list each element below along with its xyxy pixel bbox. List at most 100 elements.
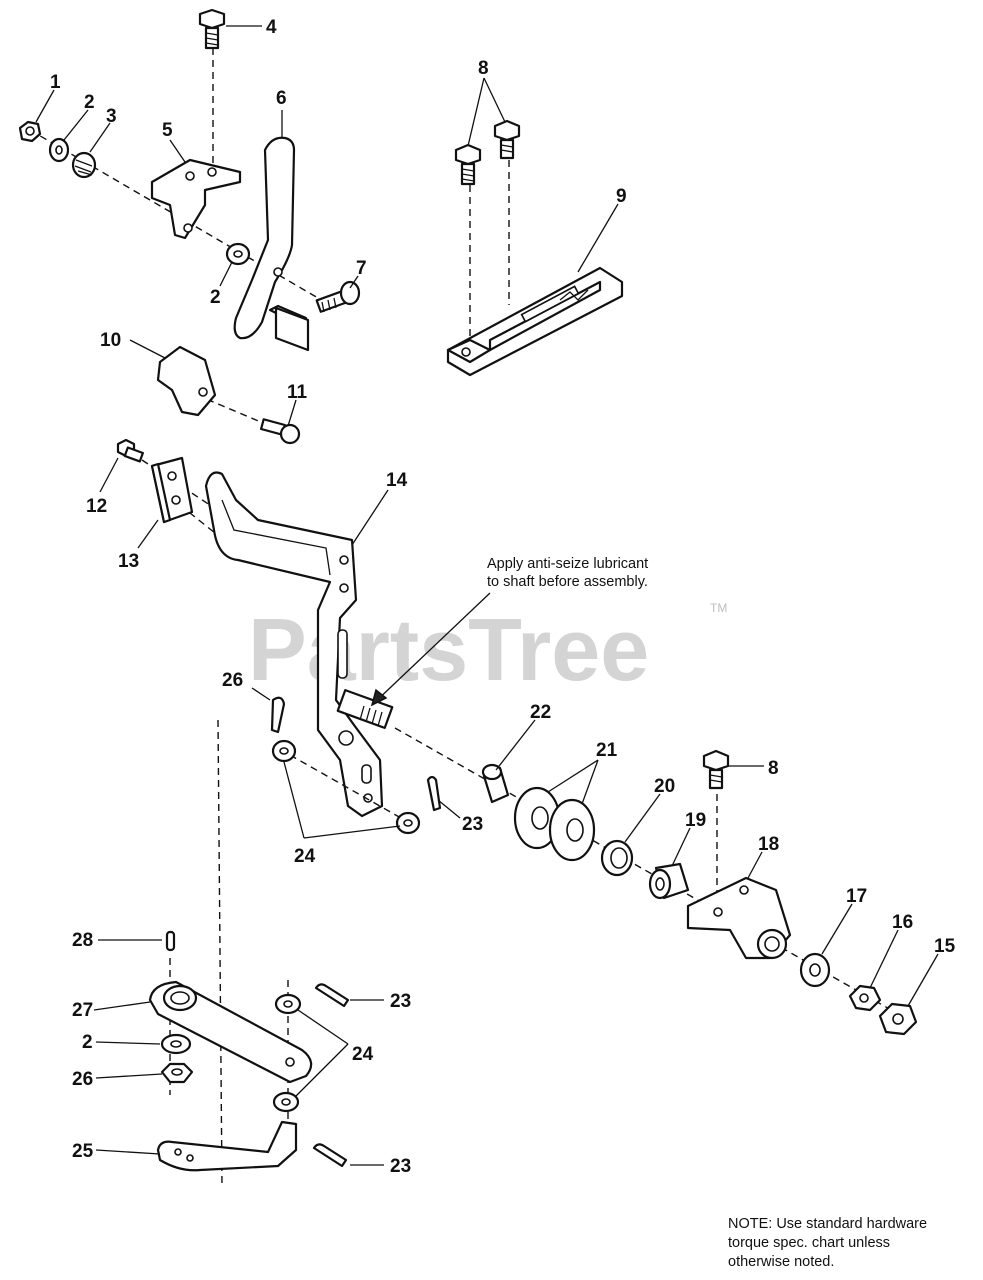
callout-19: 19 [685, 810, 706, 831]
callout-26: 26 [222, 670, 243, 691]
note-line-3: otherwise noted. [728, 1254, 834, 1270]
callout-11: 11 [287, 382, 308, 403]
hex-bolt [702, 749, 730, 790]
callout-4: 4 [266, 17, 277, 38]
leader-line [577, 203, 619, 273]
leader-line [821, 903, 853, 955]
callout-3: 3 [106, 106, 117, 127]
leader-line [351, 489, 389, 546]
clamp-plate [150, 456, 194, 524]
callout-20: 20 [654, 776, 675, 797]
watermark-brand: PartsTree [248, 600, 649, 699]
washer [225, 242, 251, 266]
callout-2: 2 [210, 287, 221, 308]
cotter-pin [270, 696, 286, 734]
hex-nut [848, 984, 882, 1012]
washer [395, 811, 421, 835]
callout-22: 22 [530, 702, 551, 723]
leader-line [35, 89, 55, 123]
flange-bushing [648, 862, 690, 900]
callout-23: 23 [390, 991, 411, 1012]
leader-line [297, 1009, 349, 1045]
spacer-washer [548, 798, 596, 862]
callout-15: 15 [934, 936, 956, 957]
annotation-line-1: Apply anti-seize lubricant [487, 556, 648, 572]
callout-6: 6 [276, 88, 287, 109]
callout-12: 12 [86, 496, 107, 517]
annotation-line-2: to shaft before assembly. [487, 574, 648, 590]
hex-nut [160, 1062, 194, 1084]
annotation-arrow [371, 592, 491, 706]
leader-line [287, 399, 297, 427]
leader-line [303, 825, 401, 839]
leader-line [219, 261, 233, 287]
lever-arm [233, 136, 310, 352]
callout-21: 21 [596, 740, 618, 761]
callout-8: 8 [768, 758, 779, 779]
tapping-screw [259, 418, 301, 445]
assembly-line [289, 754, 409, 823]
callout-13: 13 [118, 551, 139, 572]
leader-line [89, 122, 111, 153]
callout-17: 17 [846, 886, 867, 907]
callout-5: 5 [162, 120, 173, 141]
washer [799, 952, 831, 988]
mount-block [156, 345, 217, 417]
washer [48, 137, 70, 163]
spring [71, 151, 97, 179]
mounting-plate [446, 266, 624, 377]
leader-line [95, 1073, 163, 1079]
callout-1: 1 [50, 72, 61, 93]
bushing [481, 763, 510, 804]
washer [160, 1033, 192, 1055]
note-line-1: NOTE: Use standard hardware [728, 1216, 927, 1232]
leader-line [283, 761, 305, 839]
lock-nut [878, 1002, 918, 1036]
watermark-trademark: TM [710, 601, 727, 615]
arrow-head [370, 688, 388, 707]
hex-bolt [454, 143, 482, 186]
leader-line [169, 139, 186, 163]
pivot-bracket [686, 876, 792, 960]
leader-line [63, 109, 89, 141]
leader-line [349, 275, 359, 289]
callout-14: 14 [386, 470, 408, 491]
callout-18: 18 [758, 834, 779, 855]
callout-7: 7 [356, 258, 367, 279]
washer [272, 1091, 300, 1113]
leader-line [95, 1149, 161, 1155]
leader-line [483, 77, 506, 123]
assembly-line [217, 719, 223, 1186]
leader-line [295, 1043, 349, 1097]
shift-lever [204, 471, 394, 818]
leader-line [467, 77, 485, 147]
callout-2: 2 [84, 92, 95, 113]
callout-25: 25 [72, 1141, 94, 1162]
leader-line [95, 1041, 161, 1045]
leader-line [93, 1001, 151, 1011]
cotter-pin [426, 775, 442, 812]
callout-27: 27 [72, 1000, 93, 1021]
hex-bolt [198, 8, 226, 50]
cotter-pin [314, 983, 350, 1008]
leader-line [747, 851, 763, 879]
leader-line [129, 339, 166, 359]
hex-nut [18, 120, 42, 143]
screw [315, 280, 361, 313]
washer [271, 739, 297, 763]
callout-2: 2 [82, 1032, 93, 1053]
roll-pin [165, 930, 176, 952]
cotter-pin [312, 1143, 348, 1168]
callout-16: 16 [892, 912, 913, 933]
callout-8: 8 [478, 58, 489, 79]
leader-line [624, 793, 661, 843]
leader-line [495, 719, 536, 771]
callout-23: 23 [462, 814, 483, 835]
leader-line [137, 519, 159, 549]
ring [600, 839, 634, 877]
leader-line [437, 799, 461, 819]
note-line-2: torque spec. chart unless [728, 1235, 890, 1251]
leader-line [99, 457, 119, 493]
hex-bolt [493, 119, 521, 160]
